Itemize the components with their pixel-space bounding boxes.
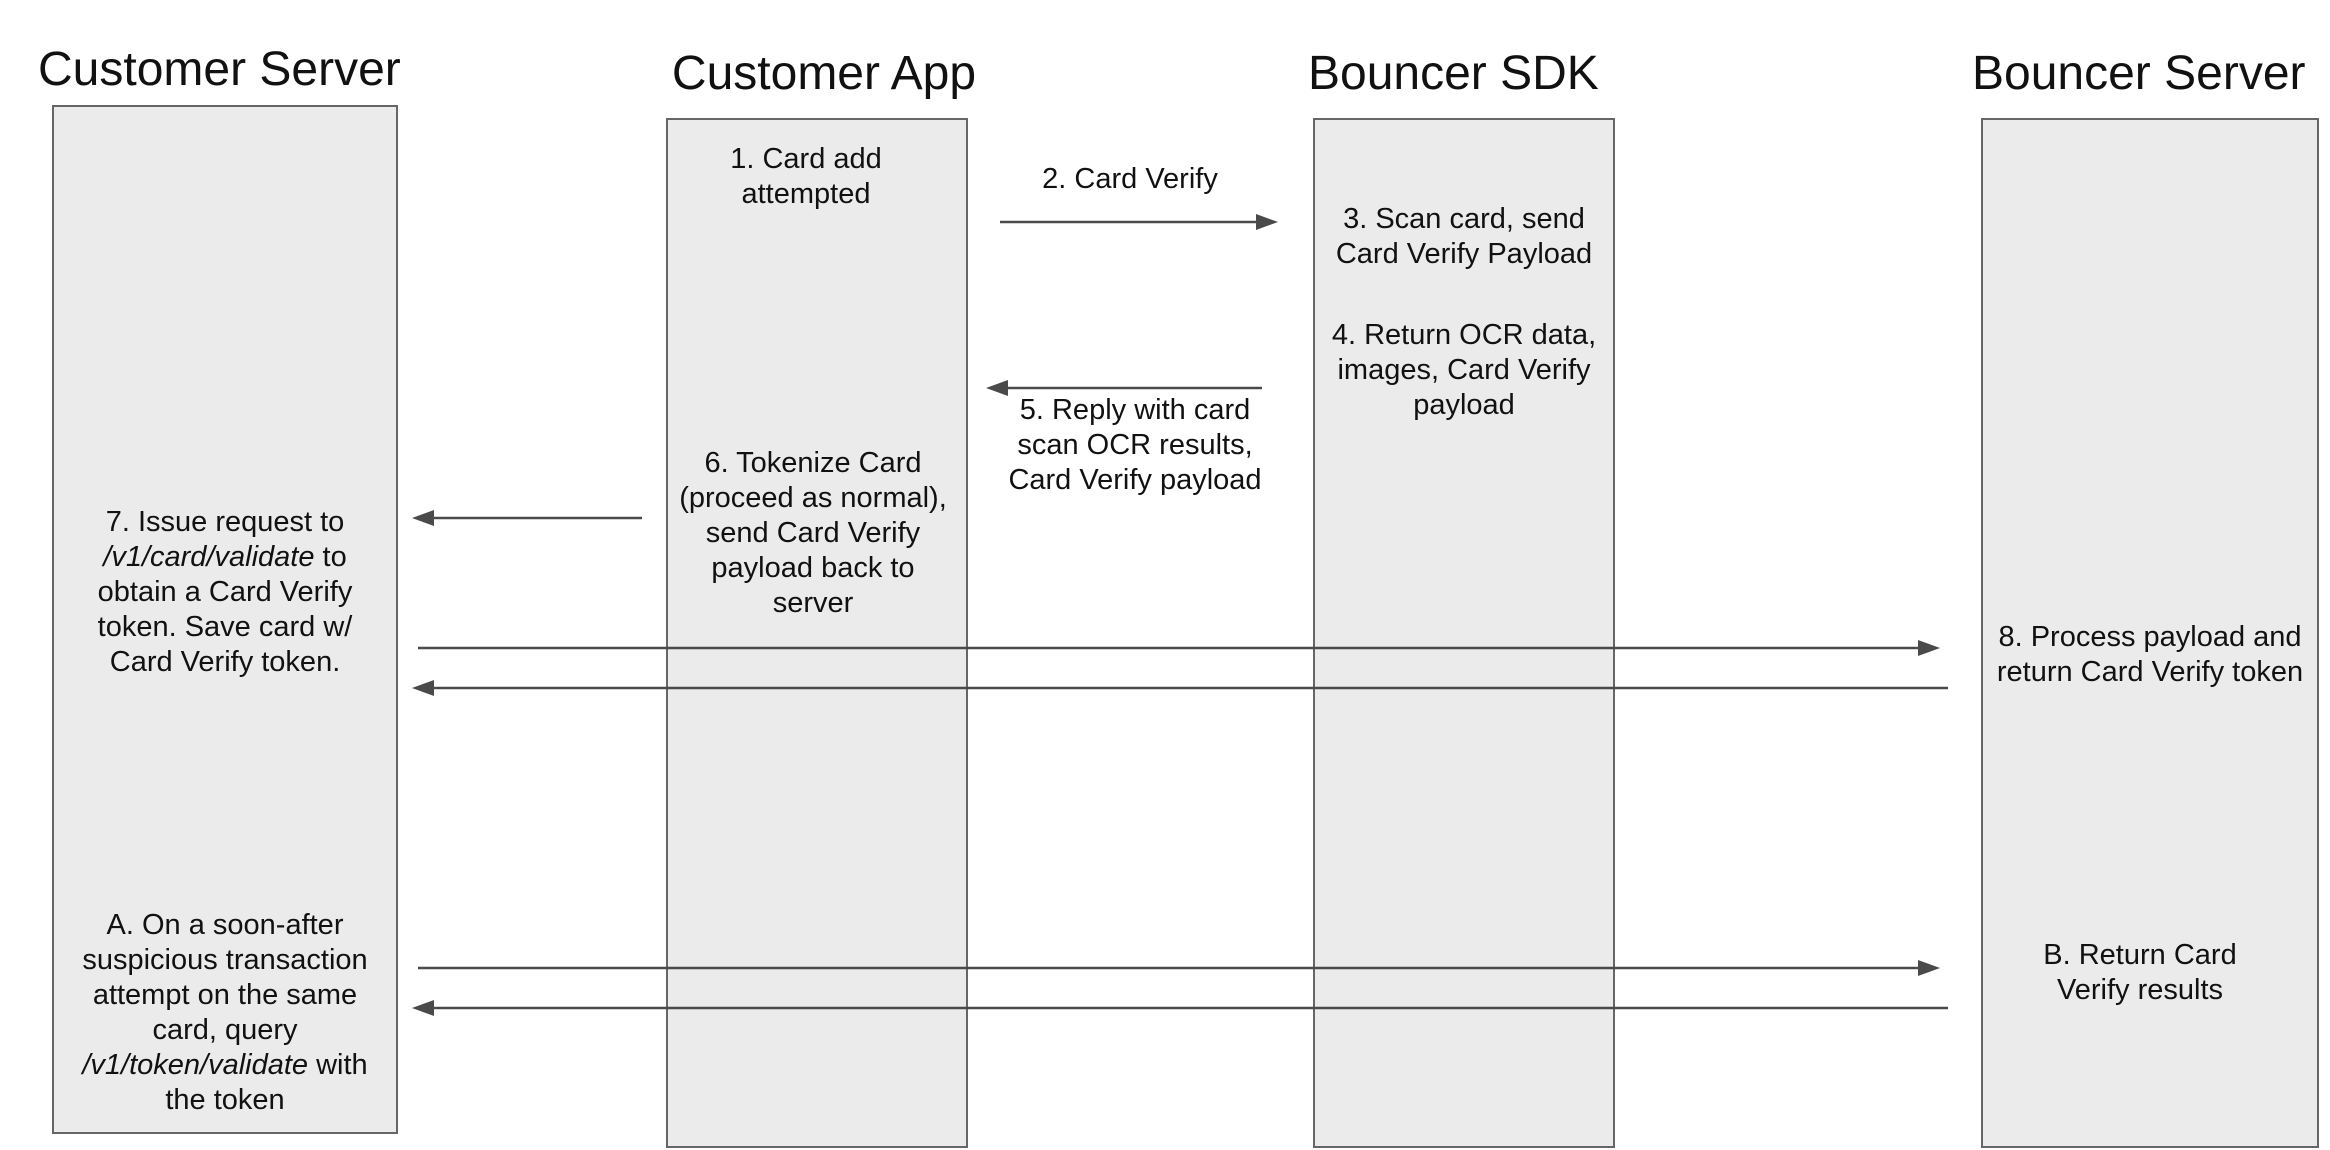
arrowhead-tokenize (412, 510, 434, 526)
step-7-path: /v1/card/validate (103, 541, 315, 573)
arrowhead-issue-request (1918, 640, 1940, 656)
lane-bouncer-server (1981, 118, 2319, 1148)
step-a-after-path: with the token (165, 1049, 368, 1116)
step-a-path: /v1/token/validate (82, 1049, 309, 1081)
arrowhead-return-token (412, 680, 434, 696)
lane-customer-server (52, 105, 398, 1134)
lane-title-bouncer-server: Bouncer Server (1972, 47, 2306, 100)
lane-title-customer-server: Customer Server (38, 43, 401, 96)
lane-title-bouncer-sdk: Bouncer SDK (1308, 47, 1599, 100)
step-8-process-payload: 8. Process payload and return Card Verif… (1996, 621, 2304, 688)
step-6-tokenize: 6. Tokenize Card (proceed as normal), se… (679, 447, 947, 619)
step-3-scan-card: 3. Scan card, send Card Verify Payload (1335, 203, 1593, 270)
step-a-query: A. On a soon-after suspicious transactio… (62, 908, 388, 1118)
lane-customer-app (666, 118, 968, 1148)
arrowhead-query-token (1918, 960, 1940, 976)
arrowhead-return-results (412, 1000, 434, 1016)
step-a-lead: A. On a soon-after suspicious transactio… (82, 909, 368, 1046)
lane-title-customer-app: Customer App (671, 47, 977, 100)
step-4-return-ocr: 4. Return OCR data, images, Card Verify … (1331, 319, 1597, 421)
step-7-line1: 7. Issue request to (105, 506, 345, 538)
step-b-return-results: B. Return Card Verify results (2043, 939, 2237, 1006)
step-5-reply-ocr: 5. Reply with card scan OCR results, Car… (1008, 394, 1262, 496)
step-1-card-add: 1. Card add attempted (730, 143, 882, 210)
step-7-rest: obtain a Card Verify token. Save card w/… (97, 576, 353, 678)
step-2-card-verify: 2. Card Verify (1042, 163, 1218, 195)
arrowhead-card-verify (1256, 214, 1278, 230)
step-7-issue-request: 7. Issue request to /v1/card/validate to… (60, 505, 390, 680)
arrowhead-reply-ocr (986, 380, 1008, 396)
step-7-after-path: to (314, 541, 347, 573)
lane-bouncer-sdk (1313, 118, 1615, 1148)
